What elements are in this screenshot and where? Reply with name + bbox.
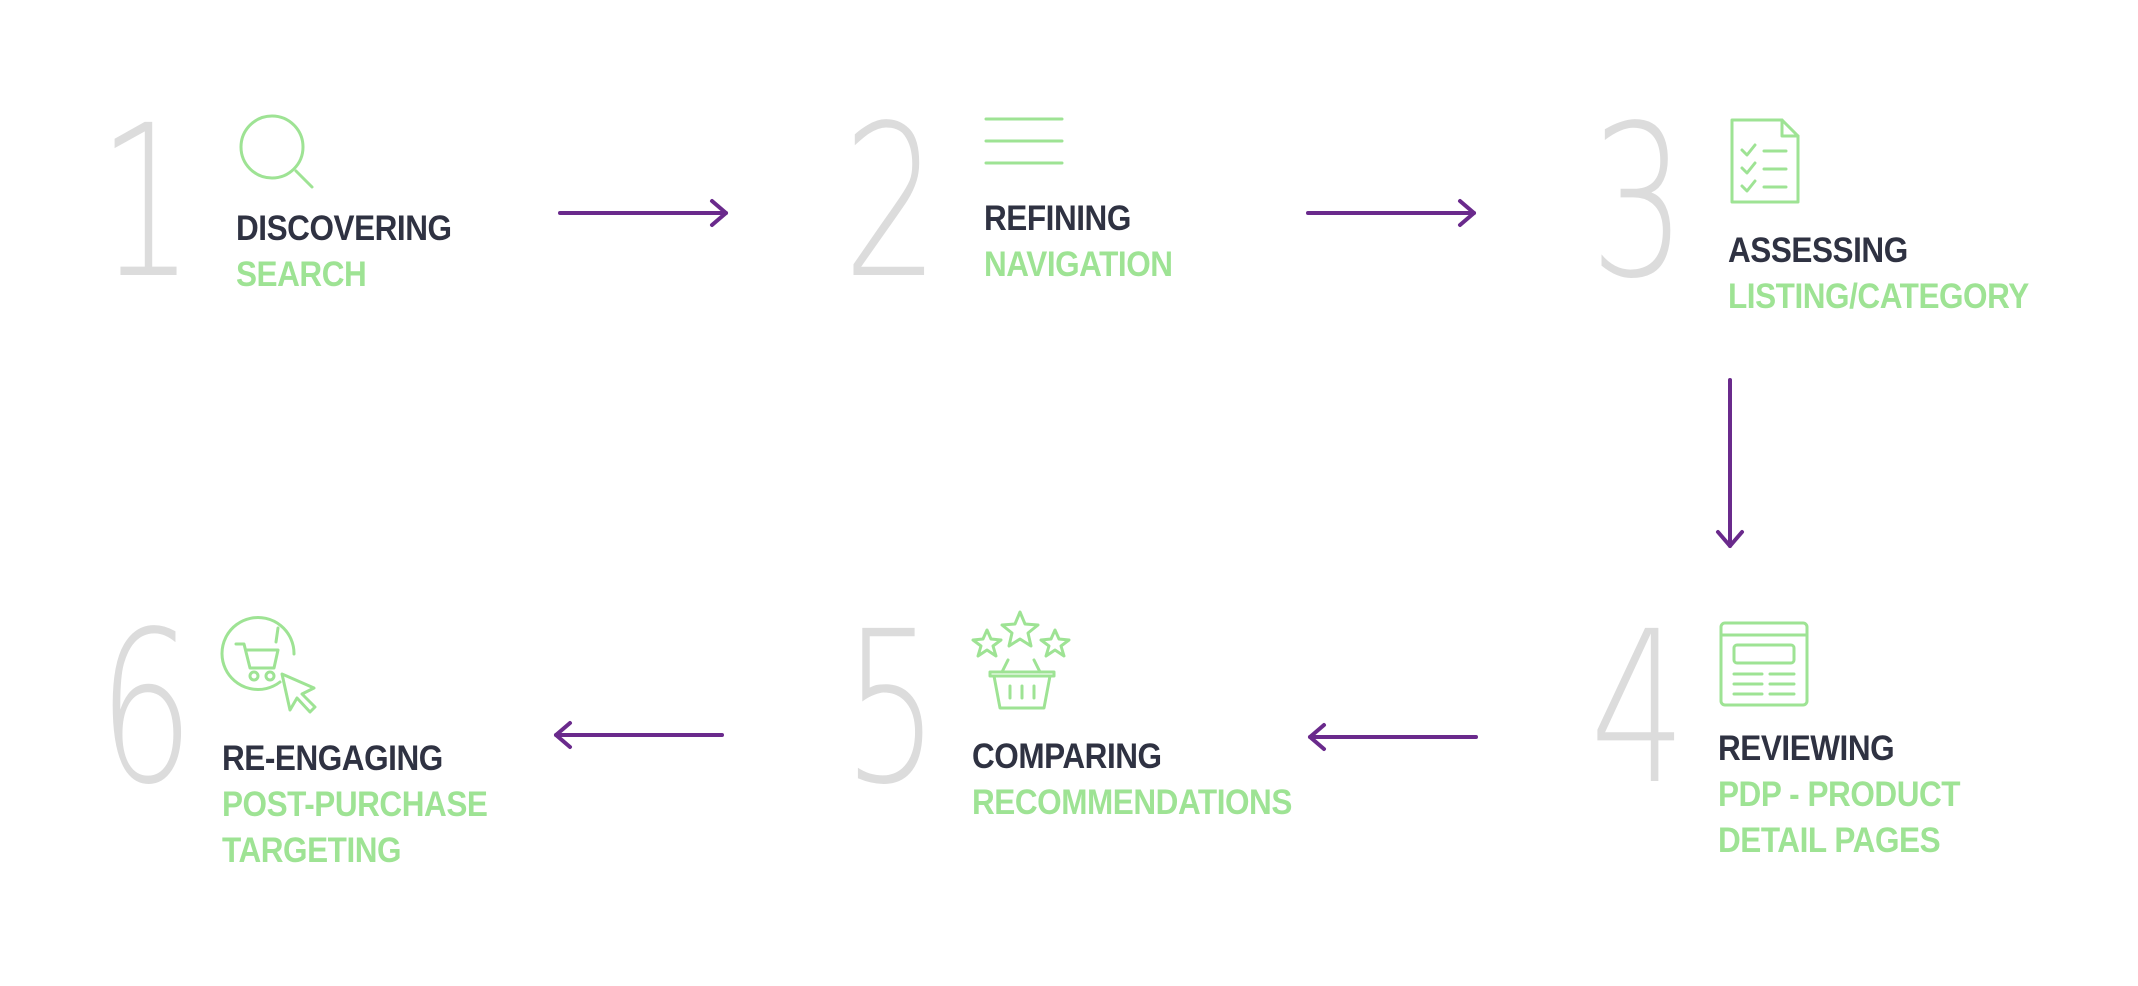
step-5-subtitle: RECOMMENDATIONS <box>972 783 1292 822</box>
step-3-title: ASSESSING <box>1728 231 1908 270</box>
step-2-number: 2 <box>843 80 940 325</box>
step-4-text: REVIEWING PDP - PRODUCT DETAIL PAGES <box>1718 726 2065 864</box>
stars-basket-icon <box>970 610 1074 714</box>
step-4-number: 4 <box>1590 586 1687 831</box>
step-3-text: ASSESSING LISTING/CATEGORY <box>1728 228 2029 320</box>
step-2-title: REFINING <box>984 199 1131 238</box>
arrow-step1-to-step2 <box>558 199 730 227</box>
arrow-step4-to-step5 <box>1304 723 1478 751</box>
step-6-number: 6 <box>98 586 195 831</box>
step-5-number: 5 <box>843 586 940 831</box>
menu-lines-icon <box>984 116 1064 168</box>
step-1-title: DISCOVERING <box>236 209 452 248</box>
cart-cursor-icon <box>220 616 322 718</box>
step-4-title: REVIEWING <box>1718 729 1895 768</box>
arrow-step2-to-step3 <box>1306 199 1478 227</box>
search-icon <box>236 112 316 192</box>
step-4-subtitle: PDP - PRODUCT DETAIL PAGES <box>1718 775 1961 860</box>
step-6-title: RE-ENGAGING <box>222 739 443 778</box>
step-3-number: 3 <box>1590 80 1687 325</box>
step-6-subtitle: POST-PURCHASE TARGETING <box>222 785 488 870</box>
product-page-icon <box>1718 620 1810 708</box>
checklist-document-icon <box>1728 116 1802 206</box>
arrow-step3-to-step4 <box>1715 378 1745 552</box>
arrow-step5-to-step6 <box>550 721 724 749</box>
step-2-subtitle: NAVIGATION <box>984 245 1173 284</box>
step-6-text: RE-ENGAGING POST-PURCHASE TARGETING <box>222 736 510 874</box>
step-1-number: 1 <box>98 80 195 325</box>
step-3-subtitle: LISTING/CATEGORY <box>1728 277 2029 316</box>
step-1-subtitle: SEARCH <box>236 255 367 294</box>
step-5-title: COMPARING <box>972 737 1162 776</box>
step-1-text: DISCOVERING SEARCH <box>236 206 452 298</box>
step-2-text: REFINING NAVIGATION <box>984 196 1173 288</box>
step-5-text: COMPARING RECOMMENDATIONS <box>972 734 1292 826</box>
